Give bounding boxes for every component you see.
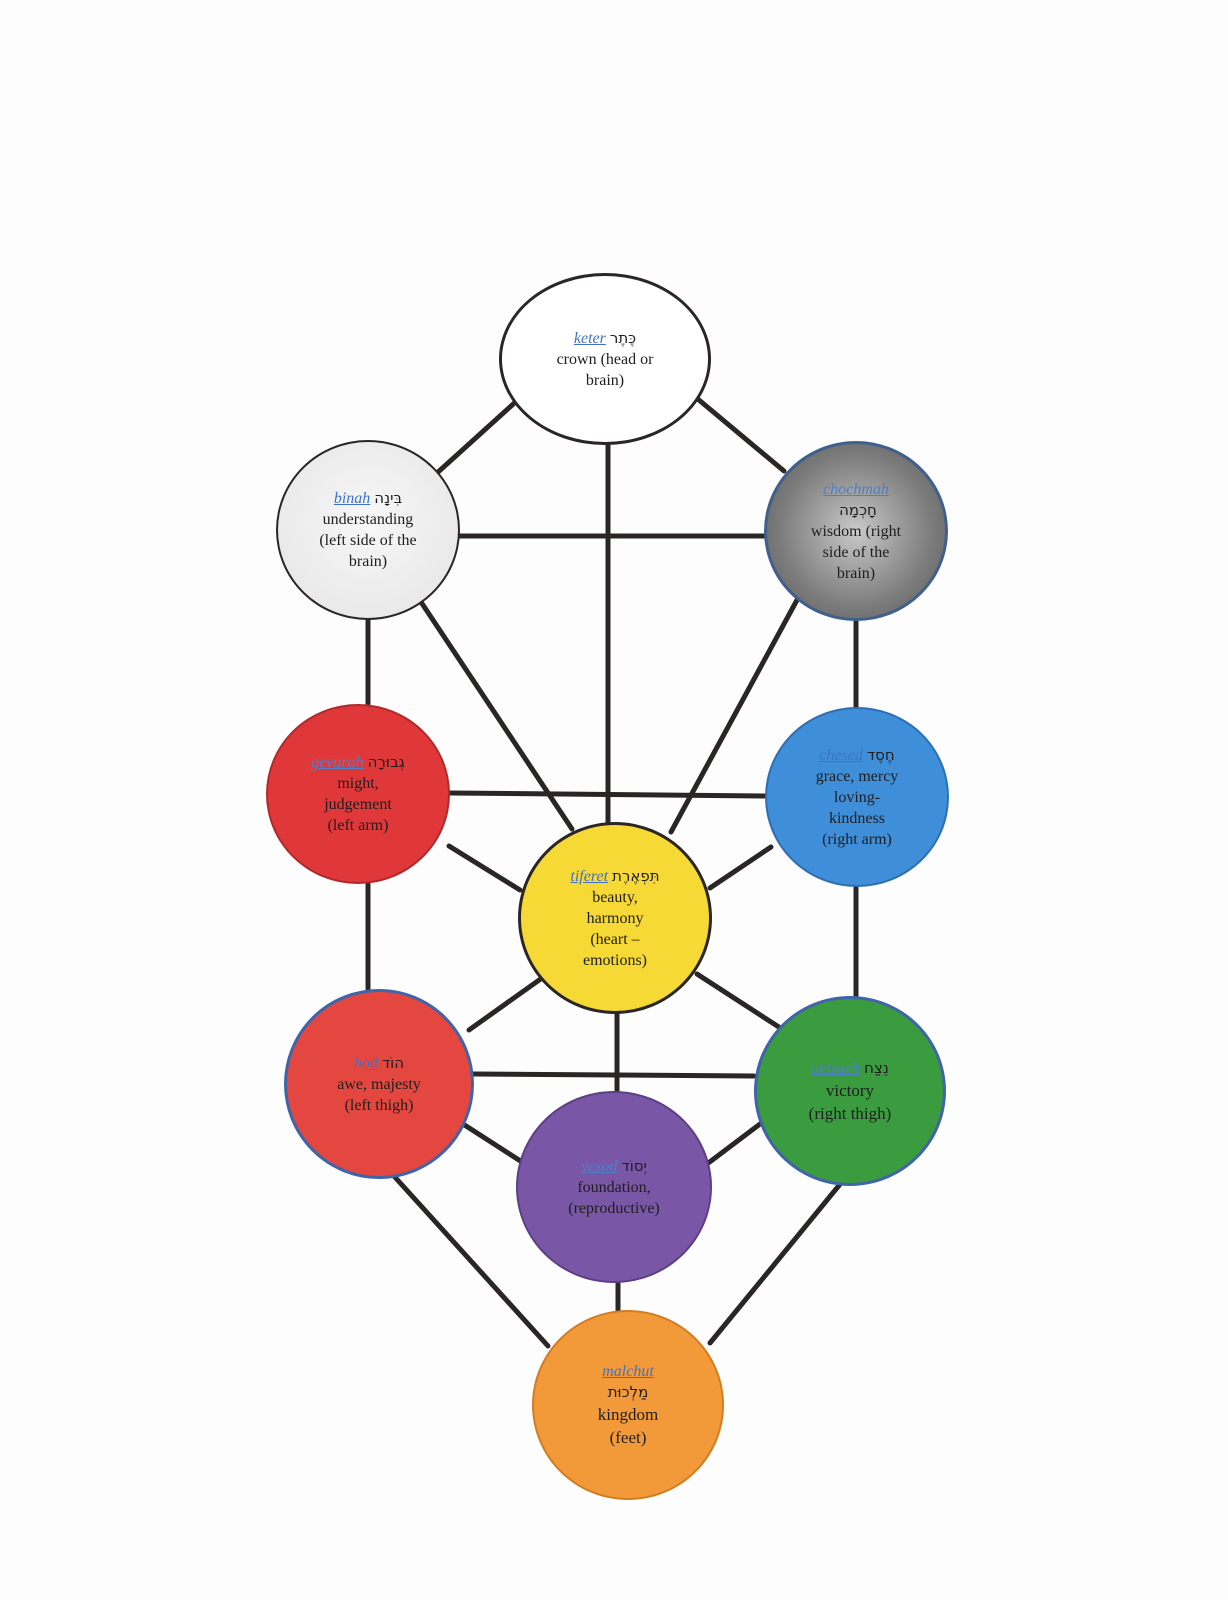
hebrew-name: כֶּתֶר bbox=[609, 328, 637, 347]
hebrew-name: תִּפְאֶרֶת bbox=[612, 866, 660, 885]
sefirah-description: understanding (left side of the brain) bbox=[319, 511, 417, 570]
hebrew-name: הוֹד bbox=[381, 1053, 405, 1072]
sefirah-name: gevurah bbox=[311, 754, 364, 771]
path-binah-tiferet bbox=[418, 599, 575, 832]
hebrew-name: חֶסֶד bbox=[866, 745, 895, 764]
sefirah-name: tiferet bbox=[570, 867, 609, 885]
sefirah-description: crown (head or brain) bbox=[556, 350, 654, 389]
path-hod-netzach bbox=[471, 1071, 757, 1079]
path-hod-yesod bbox=[460, 1121, 525, 1165]
hebrew-name: מַלְכוּת bbox=[607, 1383, 649, 1401]
sefirah-name: chochmah bbox=[823, 480, 889, 498]
sefirah-description: beauty, harmony (heart – emotions) bbox=[583, 888, 647, 969]
path-netzach-malchut bbox=[707, 1180, 844, 1346]
path-keter-binah bbox=[434, 394, 524, 476]
hebrew-name: חָכְמָה bbox=[839, 500, 877, 519]
path-tiferet-hod bbox=[466, 975, 545, 1033]
sefirah-description: awe, majesty (left thigh) bbox=[337, 1075, 421, 1114]
sefirah-name: binah bbox=[333, 490, 371, 507]
path-gevurah-tiferet bbox=[446, 843, 523, 893]
sefirah-description: wisdom (right side of the brain) bbox=[810, 522, 902, 582]
sefirah-name: hod bbox=[353, 1054, 378, 1072]
path-keter-chochmah bbox=[690, 392, 787, 474]
sefirah-malchut: malchut מַלְכוּת kingdom (feet) bbox=[532, 1310, 724, 1500]
sefirah-description: foundation, (reproductive) bbox=[568, 1178, 660, 1217]
path-hod-malchut bbox=[390, 1172, 551, 1349]
sefirah-description: grace, mercy loving- kindness (right arm… bbox=[815, 767, 899, 848]
path-netzach-yesod bbox=[704, 1115, 771, 1167]
sefirah-chochmah: chochmah חָכְמָה wisdom (right side of t… bbox=[764, 441, 948, 621]
sefirah-name: yesod bbox=[581, 1157, 618, 1175]
path-chesed-tiferet bbox=[707, 844, 774, 891]
sefirah-description: might, judgement (left arm) bbox=[324, 775, 392, 834]
hebrew-name: יְסוֹד bbox=[621, 1156, 647, 1175]
hebrew-name: בִּינָה bbox=[374, 489, 403, 507]
sefirah-name: chesed bbox=[819, 746, 863, 764]
sefirah-description: kingdom (feet) bbox=[597, 1405, 659, 1447]
connecting-paths bbox=[365, 392, 859, 1349]
sefirah-name: netzach bbox=[811, 1059, 861, 1077]
path-gevurah-chesed bbox=[447, 790, 768, 799]
sefirah-name: keter bbox=[573, 329, 606, 347]
hebrew-name: נֵצַח bbox=[864, 1058, 889, 1077]
hebrew-name: גְבוּרָה bbox=[367, 753, 405, 771]
sefirah-description: victory (right thigh) bbox=[808, 1080, 892, 1123]
path-tiferet-netzach bbox=[694, 971, 788, 1034]
sefirah-name: malchut bbox=[602, 1363, 654, 1380]
